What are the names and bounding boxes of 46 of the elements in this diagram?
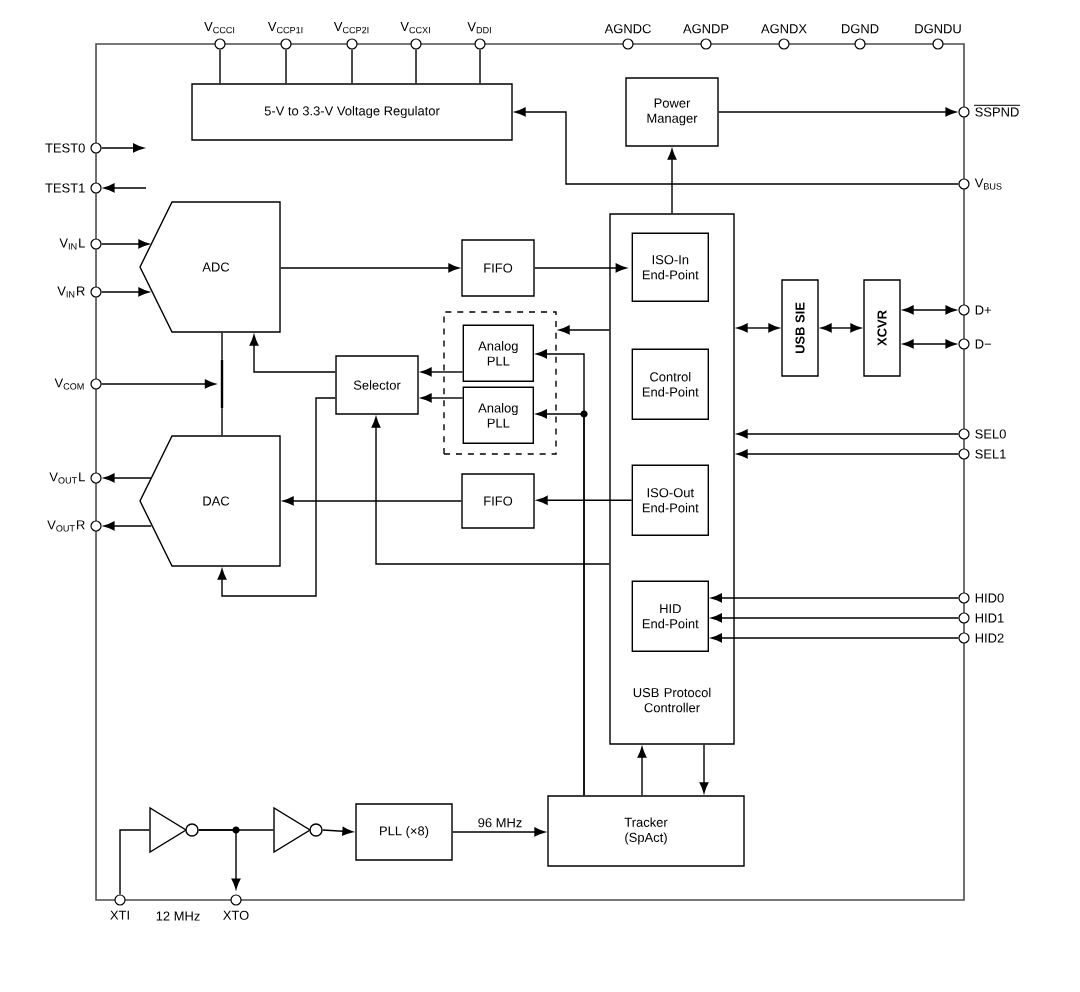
arrow (711, 593, 960, 603)
arrow (711, 633, 960, 643)
arrow (249, 334, 336, 373)
arrow (100, 143, 144, 153)
arrow (322, 826, 354, 836)
arrow (103, 473, 152, 483)
inverter-symbol (273, 806, 323, 854)
arrow (718, 107, 957, 117)
connector-line (119, 829, 150, 896)
arrow (103, 183, 147, 193)
arrow (100, 287, 150, 297)
arrow (452, 827, 546, 837)
arrow (420, 393, 464, 403)
arrow (536, 495, 633, 505)
arrow (699, 744, 709, 794)
arrow (667, 148, 677, 214)
arrow (280, 263, 460, 273)
connector-line (221, 332, 223, 361)
arrow (902, 305, 957, 315)
arrow (100, 379, 216, 389)
arrow (558, 325, 610, 335)
connector-line (198, 829, 274, 831)
arrow (534, 263, 627, 273)
arrow (100, 239, 150, 249)
connector-line (285, 48, 287, 84)
bus-line (220, 359, 224, 409)
arrow (371, 416, 610, 565)
arrow (514, 107, 960, 185)
connector-line (221, 407, 223, 436)
arrow (282, 496, 462, 506)
arrow (902, 339, 957, 349)
arrow (103, 521, 152, 531)
arrow (711, 613, 960, 623)
arrow (420, 367, 464, 377)
arrow (736, 429, 960, 439)
arrow (736, 449, 960, 459)
connector-line (479, 48, 481, 84)
arrow (820, 323, 862, 333)
inverter-symbol (149, 806, 199, 854)
connector-line (219, 48, 221, 84)
connector-line (415, 48, 417, 84)
arrow (217, 397, 336, 597)
connector-line (351, 48, 353, 84)
dashed-group-box (443, 311, 557, 455)
arrow (736, 323, 780, 333)
arrow (637, 746, 647, 796)
